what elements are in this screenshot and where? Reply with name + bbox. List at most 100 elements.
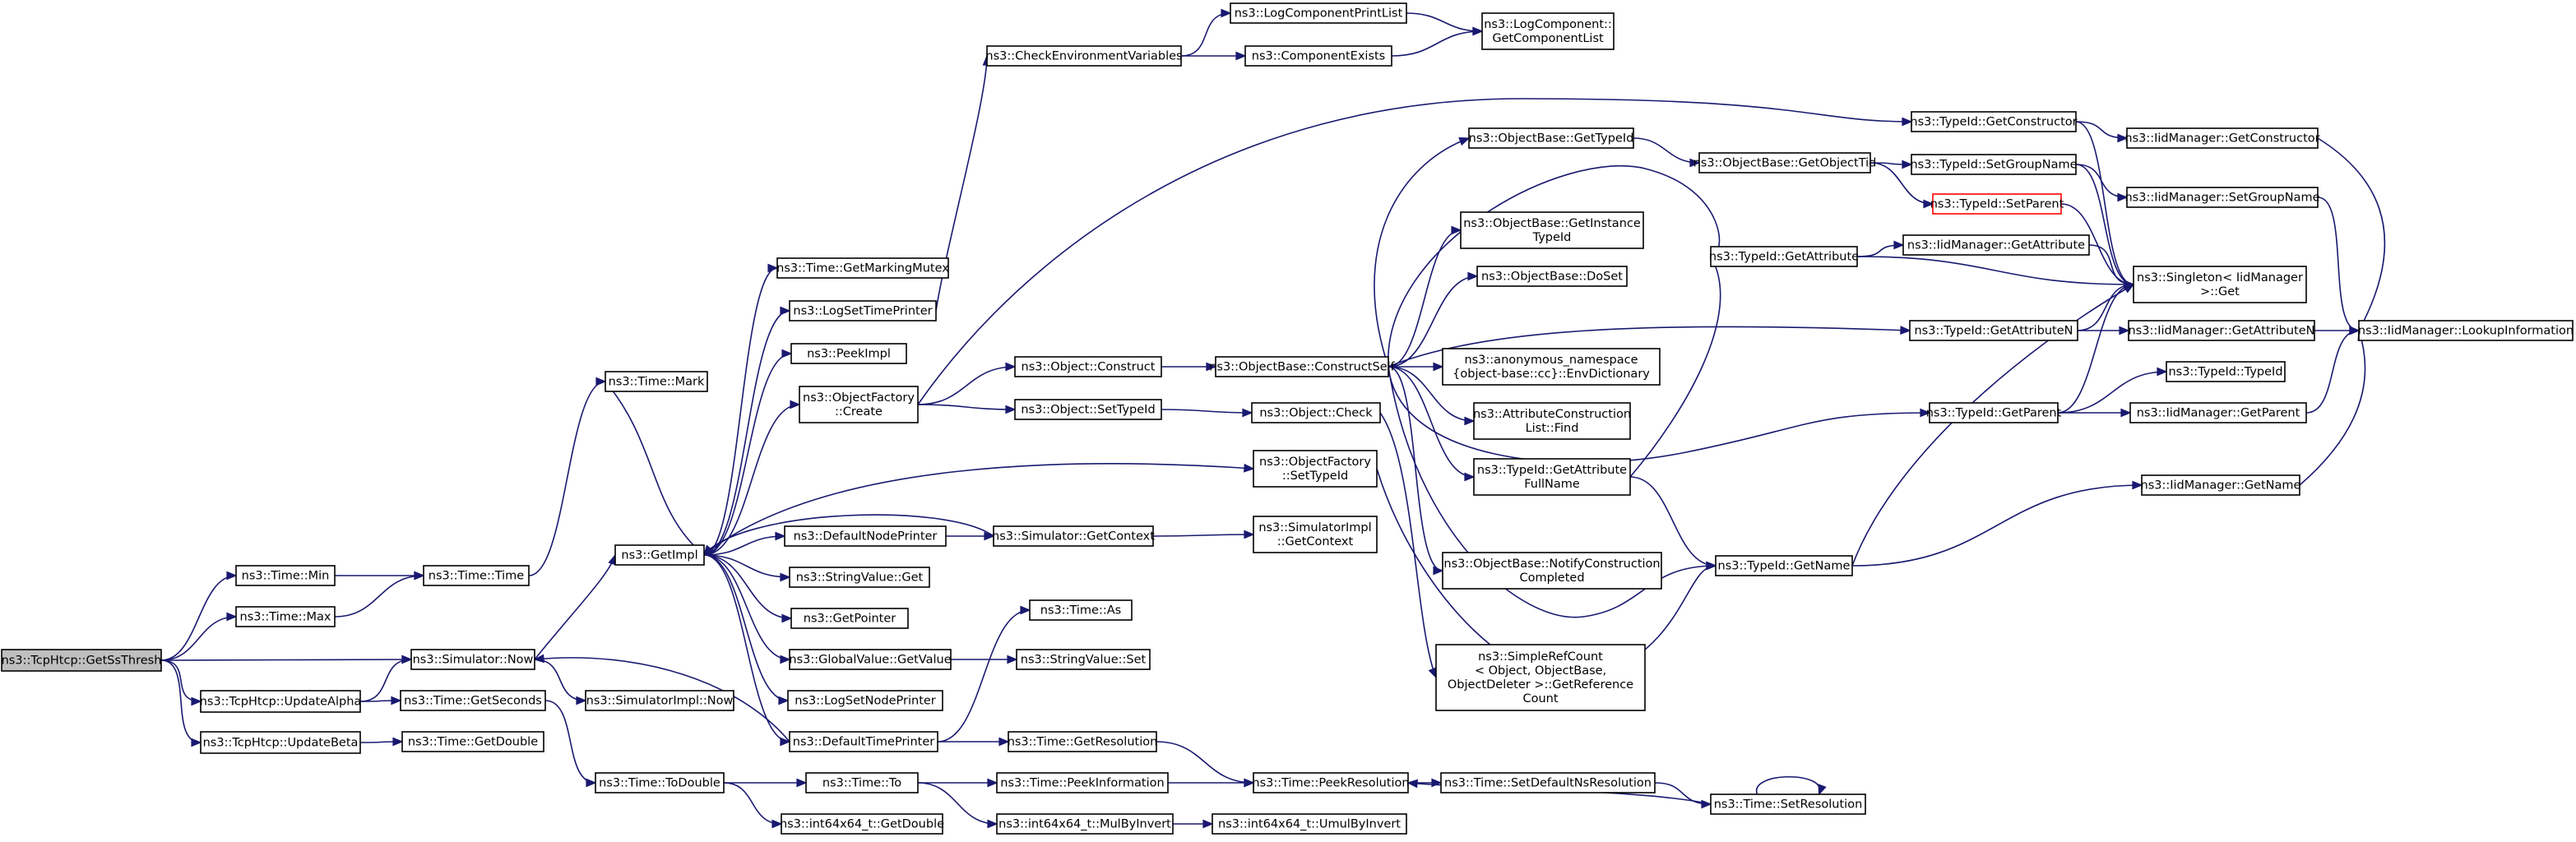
- node-tsetres[interactable]: ns3::Time::SetResolution: [1710, 793, 1866, 815]
- node-objcheck[interactable]: ns3::Object::Check: [1251, 402, 1381, 423]
- node-box: [2129, 402, 2307, 423]
- node-iidgetname[interactable]: ns3::IidManager::GetName: [2141, 474, 2301, 496]
- node-tidsetgroupname[interactable]: ns3::TypeId::SetGroupName: [1910, 154, 2078, 175]
- node-label: ns3::DefaultNodePrinter: [794, 530, 938, 544]
- node-obgettypeid[interactable]: ns3::ObjectBase::GetTypeId: [1468, 127, 1634, 149]
- edge-gss-to-updatealpha: [160, 659, 202, 706]
- node-gss[interactable]: ns3::TcpHtcp::GetSsThresh: [1, 649, 162, 672]
- node-tgetdouble[interactable]: ns3::Time::GetDouble: [401, 731, 544, 752]
- node-logsettp[interactable]: ns3::LogSetTimePrinter: [789, 300, 937, 322]
- node-logsetnp[interactable]: ns3::LogSetNodePrinter: [787, 690, 943, 711]
- edge-arrowhead: [790, 400, 801, 409]
- node-iidgetattrn[interactable]: ns3::IidManager::GetAttributeN: [2128, 320, 2315, 341]
- edge-arrowhead: [1005, 362, 1017, 372]
- edge-arrowhead: [2124, 280, 2135, 289]
- node-tto[interactable]: ns3::Time::To: [805, 772, 919, 793]
- node-logcompprint[interactable]: ns3::LogComponentPrintList: [1230, 2, 1407, 24]
- node-iidsetgroupname[interactable]: ns3::IidManager::SetGroupName: [2124, 187, 2320, 208]
- node-simimplgetctx[interactable]: ns3::SimulatorImpl::GetContext: [1253, 516, 1378, 553]
- node-obconstructself[interactable]: ns3::ObjectBase::ConstructSelf: [1209, 356, 1396, 377]
- node-box: [605, 371, 708, 392]
- node-tidgetname[interactable]: ns3::TypeId::GetName: [1715, 555, 1853, 576]
- node-compexists[interactable]: ns3::ComponentExists: [1244, 45, 1392, 67]
- node-obgetobjtid[interactable]: ns3::ObjectBase::GetObjectTid: [1693, 152, 1877, 173]
- node-iidlookupinfo[interactable]: ns3::IidManager::LookupInformation: [2358, 320, 2574, 341]
- node-getmarkmutex[interactable]: ns3::Time::GetMarkingMutex: [776, 257, 949, 279]
- node-peekimpl[interactable]: ns3::PeekImpl: [790, 343, 907, 364]
- node-defnodeprinter[interactable]: ns3::DefaultNodePrinter: [784, 525, 947, 547]
- node-updatebeta[interactable]: ns3::TcpHtcp::UpdateBeta: [200, 731, 361, 754]
- node-obdoset[interactable]: ns3::ObjectBase::DoSet: [1476, 266, 1628, 287]
- node-updatealpha[interactable]: ns3::TcpHtcp::UpdateAlpha: [200, 690, 362, 713]
- edge-line: [1388, 164, 1721, 368]
- node-ttodouble[interactable]: ns3::Time::ToDouble: [595, 772, 725, 793]
- node-obnotifyconstr[interactable]: ns3::ObjectBase::NotifyConstructionCompl…: [1442, 552, 1662, 590]
- edge-arrowhead: [987, 819, 998, 829]
- node-logcompget[interactable]: ns3::LogComponent::GetComponentList: [1481, 12, 1615, 50]
- node-tgetsec[interactable]: ns3::Time::GetSeconds: [400, 690, 546, 711]
- node-strvalget[interactable]: ns3::StringValue::Get: [789, 567, 930, 588]
- node-tpeekinfo[interactable]: ns3::Time::PeekInformation: [996, 772, 1169, 793]
- node-tidgetconstructor[interactable]: ns3::TypeId::GetConstructor: [1910, 111, 2078, 132]
- node-tidgetattrn[interactable]: ns3::TypeId::GetAttributeN: [1909, 320, 2078, 341]
- node-objconstruct[interactable]: ns3::Object::Construct: [1014, 356, 1162, 377]
- node-label: ns3::Time::As: [1040, 604, 1121, 618]
- edge-tidgetparent-to-iidgetparent: [2058, 408, 2132, 418]
- edge-tidgetattr-to-singletonget: [1856, 256, 2135, 289]
- edge-defnodeprinter-to-simgetctx: [946, 531, 995, 541]
- node-ofcreate[interactable]: ns3::ObjectFactory::Create: [799, 386, 919, 423]
- edge-arrowhead: [1005, 405, 1017, 414]
- node-iidgetattr[interactable]: ns3::IidManager::GetAttribute: [1902, 234, 2090, 256]
- node-i64getdouble[interactable]: ns3::int64x64_t::GetDouble: [780, 813, 944, 835]
- node-getimpl[interactable]: ns3::GetImpl: [614, 544, 705, 566]
- node-tas[interactable]: ns3::Time::As: [1029, 599, 1133, 621]
- node-label: ns3::TcpHtcp::UpdateBeta: [203, 737, 359, 750]
- node-simnow[interactable]: ns3::Simulator::Now: [410, 649, 535, 670]
- node-deftimeprinter[interactable]: ns3::DefaultTimePrinter: [789, 731, 938, 752]
- node-strvalset[interactable]: ns3::StringValue::Set: [1016, 649, 1151, 670]
- edge-updatealpha-to-tgetsec: [359, 696, 402, 706]
- node-box: [235, 606, 336, 627]
- node-getpointer[interactable]: ns3::GetPointer: [790, 608, 909, 629]
- node-gvgetvalue[interactable]: ns3::GlobalValue::GetValue: [789, 649, 952, 670]
- edge-arrowhead: [1433, 362, 1444, 372]
- node-i64mulbyinv[interactable]: ns3::int64x64_t::MulByInvert: [996, 813, 1174, 835]
- node-tmark[interactable]: ns3::Time::Mark: [605, 371, 708, 392]
- node-simplerefcount[interactable]: ns3::SimpleRefCount< Object, ObjectBase,…: [1435, 644, 1646, 711]
- edge-line: [703, 554, 792, 619]
- node-tmin[interactable]: ns3::Time::Min: [235, 565, 336, 586]
- node-box: [1253, 772, 1409, 793]
- node-tpeekres[interactable]: ns3::Time::PeekResolution: [1252, 772, 1410, 793]
- edge-line: [703, 463, 1254, 556]
- node-anonenvdict[interactable]: ns3::anonymous_namespace{object-base::cc…: [1442, 348, 1661, 386]
- edge-getimpl-to-strvalget: [703, 554, 791, 582]
- node-ofsettypeid[interactable]: ns3::ObjectFactory::SetTypeId: [1253, 450, 1378, 488]
- node-checkenv[interactable]: ns3::CheckEnvironmentVariables: [985, 45, 1183, 67]
- node-tidgetattr[interactable]: ns3::TypeId::GetAttribute: [1709, 246, 1859, 267]
- node-iidgetparent[interactable]: ns3::IidManager::GetParent: [2129, 402, 2307, 423]
- edge-line: [723, 782, 782, 825]
- node-tidgetparent[interactable]: ns3::TypeId::GetParent: [1926, 402, 2062, 423]
- node-tgetres[interactable]: ns3::Time::GetResolution: [1008, 731, 1158, 752]
- node-ttime[interactable]: ns3::Time::Time: [423, 565, 530, 586]
- edge-line: [703, 554, 790, 743]
- edge-arrowhead: [576, 696, 587, 706]
- edge-line: [1180, 12, 1231, 57]
- node-simimplnow[interactable]: ns3::SimulatorImpl::Now: [585, 690, 734, 711]
- node-tmax[interactable]: ns3::Time::Max: [235, 606, 336, 627]
- node-objsettypeid[interactable]: ns3::Object::SetTypeId: [1014, 399, 1162, 420]
- node-tidsetparent[interactable]: ns3::TypeId::SetParent: [1930, 193, 2064, 215]
- node-i64umulbyinv[interactable]: ns3::int64x64_t::UmulByInvert: [1212, 813, 1407, 835]
- node-tidtypeid[interactable]: ns3::TypeId::TypeId: [2166, 361, 2286, 382]
- node-iidgetconstructor[interactable]: ns3::IidManager::GetConstructor: [2124, 127, 2320, 149]
- node-simgetctx[interactable]: ns3::Simulator::GetContext: [992, 525, 1155, 547]
- edge-arrowhead: [1900, 326, 1911, 335]
- edge-line: [703, 310, 790, 556]
- edge-tmark-to-getimpl: [605, 381, 706, 557]
- node-tsetdefns[interactable]: ns3::Time::SetDefaultNsResolution: [1440, 772, 1656, 793]
- node-singletonget[interactable]: ns3::Singleton< IidManager>::Get: [2133, 266, 2307, 303]
- edge-getimpl-to-gvgetvalue: [703, 554, 791, 664]
